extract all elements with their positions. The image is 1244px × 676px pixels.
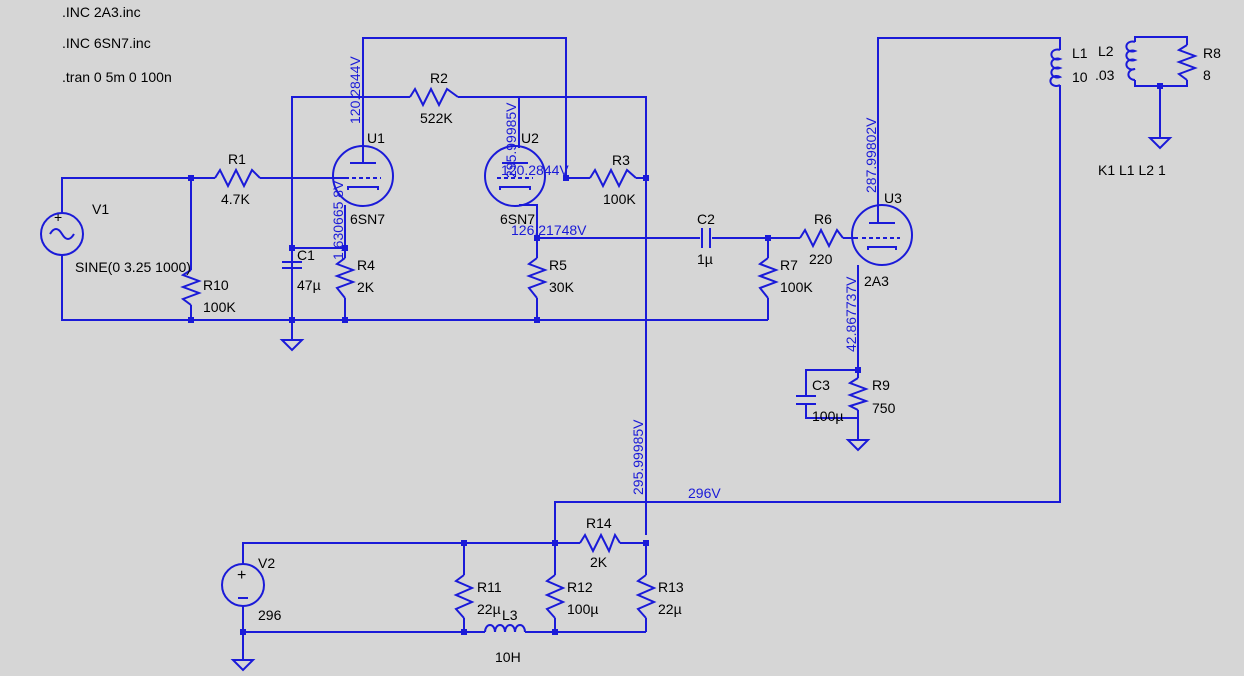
c3-value: 100µ <box>812 408 843 424</box>
resistor-r10 <box>180 269 202 306</box>
voltage-b-plus: 296V <box>688 485 721 501</box>
c3-label: C3 <box>812 377 830 393</box>
l3-label: L3 <box>502 607 518 623</box>
r12-value: 100µ <box>567 601 598 617</box>
r13-value: 22µ <box>658 601 682 617</box>
c1-label: C1 <box>297 247 315 263</box>
tube-u1 <box>332 145 394 207</box>
directive-tran: .tran 0 5m 0 100n <box>62 69 172 85</box>
r10-value: 100K <box>203 299 236 315</box>
ground-symbol <box>230 659 256 672</box>
r1-value: 4.7K <box>221 191 250 207</box>
r9-label: R9 <box>872 377 890 393</box>
resistor-r8 <box>1176 44 1198 81</box>
voltage-supply-rail: 295.99985V <box>630 419 646 495</box>
svg-text:+: + <box>54 209 62 225</box>
wires <box>61 36 1188 660</box>
r6-value: 220 <box>809 251 833 267</box>
l2-value: .03 <box>1095 67 1115 83</box>
c2-label: C2 <box>697 211 715 227</box>
r11-value: 22µ <box>477 601 501 617</box>
resistor-r1 <box>214 167 261 189</box>
r3-value: 100K <box>603 191 636 207</box>
v2-label: V2 <box>258 555 275 571</box>
resistor-r7 <box>757 257 779 299</box>
resistor-r6 <box>799 227 844 249</box>
resistor-r4 <box>334 257 356 299</box>
voltage-u2-grid: 120.2844V <box>501 162 569 178</box>
voltage-u3-cathode: 42.867737V <box>843 276 859 352</box>
r13-label: R13 <box>658 579 684 595</box>
tube-u2 <box>484 145 546 207</box>
resistor-r12 <box>544 574 566 619</box>
r14-value: 2K <box>590 554 608 570</box>
resistor-r3 <box>589 167 637 189</box>
svg-text:+: + <box>237 567 246 584</box>
r6-label: R6 <box>814 211 832 227</box>
c1-value: 47µ <box>297 277 321 293</box>
tube-u3 <box>851 204 913 266</box>
r4-label: R4 <box>357 257 375 273</box>
resistor-r13 <box>635 574 657 619</box>
inductor-l1 <box>1049 48 1063 87</box>
junctions <box>188 83 1163 635</box>
v1-label: V1 <box>92 201 109 217</box>
c2-value: 1µ <box>697 251 713 267</box>
r10-label: R10 <box>203 277 229 293</box>
resistor-r11 <box>453 574 475 619</box>
r2-label: R2 <box>430 70 448 86</box>
u2-label: U2 <box>521 130 539 146</box>
u3-model: 2A3 <box>864 273 889 289</box>
u1-model: 6SN7 <box>350 211 385 227</box>
r11-label: R11 <box>477 579 502 595</box>
resistor-r14 <box>579 532 621 554</box>
r8-label: R8 <box>1203 45 1221 61</box>
ground-symbol <box>845 439 871 452</box>
capacitor-c1 <box>282 261 302 276</box>
l3-value: 10H <box>495 649 521 665</box>
voltage-u3-plate: 287.99802V <box>863 117 879 193</box>
v2-dc-source: + <box>221 563 265 607</box>
r4-value: 2K <box>357 279 375 295</box>
voltage-u2-plate: 295.99985V <box>503 102 519 178</box>
resistor-r5 <box>526 257 548 299</box>
r3-label: R3 <box>612 152 630 168</box>
voltage-u1-cathode: 1.630665 8V <box>330 180 346 260</box>
r9-value: 750 <box>872 400 896 416</box>
inductor-l3 <box>484 624 526 633</box>
l2-label: L2 <box>1098 43 1114 59</box>
v2-value: 296 <box>258 607 282 623</box>
voltage-u1-plate: 120.2844V <box>347 56 363 124</box>
voltage-u2-cathode: 126.21748V <box>511 222 587 238</box>
v1-sine-source: + <box>40 209 84 256</box>
capacitor-c3 <box>796 395 816 405</box>
r5-label: R5 <box>549 257 567 273</box>
u1-label: U1 <box>367 130 385 146</box>
directive-inc-6sn7: .INC 6SN7.inc <box>62 35 151 51</box>
v1-value: SINE(0 3.25 1000) <box>75 259 191 275</box>
resistor-r9 <box>847 377 870 411</box>
r7-value: 100K <box>780 279 813 295</box>
r5-value: 30K <box>549 279 575 295</box>
r14-label: R14 <box>586 515 612 531</box>
u3-label: U3 <box>884 190 902 206</box>
ground-symbol <box>279 339 305 352</box>
r12-label: R12 <box>567 579 593 595</box>
coupling-directive: K1 L1 L2 1 <box>1098 162 1166 178</box>
capacitor-c2 <box>701 228 711 248</box>
r7-label: R7 <box>780 257 798 273</box>
ground-symbol <box>1147 137 1173 150</box>
r1-label: R1 <box>228 151 246 167</box>
r2-value: 522K <box>420 110 453 126</box>
u2-model: 6SN7 <box>500 211 535 227</box>
inductor-l2 <box>1125 40 1138 81</box>
l1-value: 10 <box>1072 69 1088 85</box>
r8-value: 8 <box>1203 67 1211 83</box>
directive-inc-2a3: .INC 2A3.inc <box>62 4 141 20</box>
resistor-r2 <box>409 86 459 108</box>
l1-label: L1 <box>1072 45 1088 61</box>
